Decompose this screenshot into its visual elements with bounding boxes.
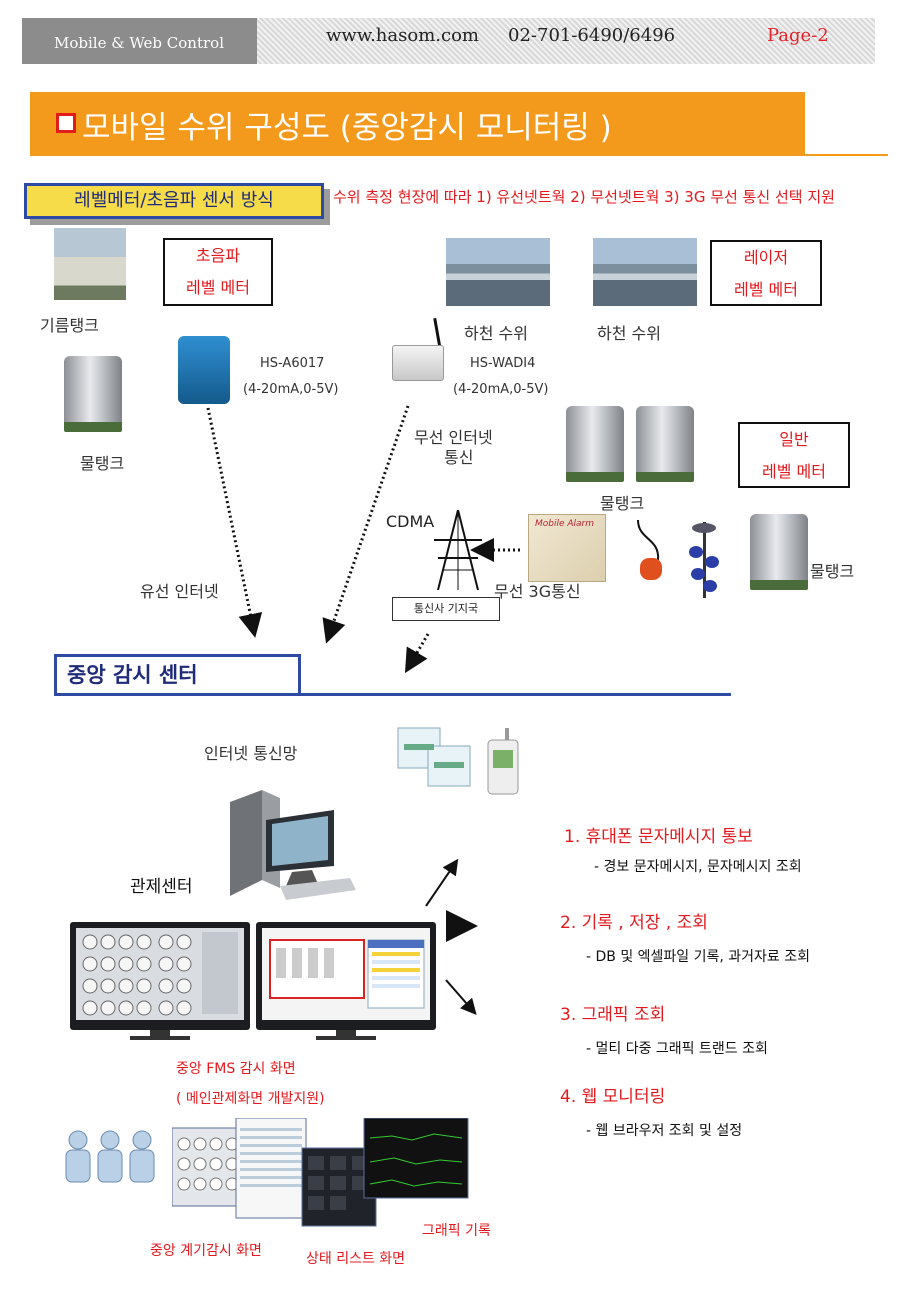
header-url[interactable]: www.hasom.com (326, 25, 479, 46)
header-page-number: Page-2 (767, 25, 829, 46)
header-phone: 02-701-6490/6496 (508, 25, 676, 46)
river-photo-1 (446, 238, 550, 306)
water-tank-3-label: 물탱크 (810, 562, 855, 581)
cdma-label: CDMA (386, 512, 435, 531)
oil-tank-photo (54, 228, 126, 300)
hs-a6017-device-image (178, 336, 230, 404)
control-center-label: 관제센터 (130, 877, 193, 897)
gauge-screen-caption: 중앙 계기감시 화면 (150, 1243, 262, 1259)
general-box-line-2: 레벨 메터 (762, 462, 826, 481)
laser-box-line-1: 레이저 (743, 248, 789, 267)
wireless-internet-label-1: 무선 인터넷 (414, 428, 493, 447)
feature-2-desc: - DB 및 엑셀파일 기록, 과거자료 조회 (586, 949, 811, 965)
cdma-tower-icon (434, 510, 482, 590)
fms-layout-monitor-image (256, 922, 436, 1040)
checkbox-bullet-icon (56, 113, 76, 133)
feature-2-title: 2. 기록 , 저장 , 조회 (560, 913, 708, 933)
general-box-line-1: 일반 (779, 430, 809, 449)
sms-notification-icon (397, 727, 519, 795)
fms-caption-2: ( 메인관제화면 개발지원) (176, 1091, 325, 1107)
title-banner (30, 92, 805, 156)
header-left-label: Mobile & Web Control (22, 18, 257, 64)
graphic-record-caption: 그래픽 기록 (422, 1223, 491, 1239)
central-monitoring-title: 중앙 감시 센터 (54, 654, 301, 696)
ultrasonic-box-line-2: 레벨 메터 (186, 278, 250, 297)
device-2-name: HS-WADI4 (470, 356, 536, 371)
monitoring-screens-collage (172, 1118, 469, 1227)
feature-1-desc: - 경보 문자메시지, 문자메시지 조회 (594, 859, 802, 875)
page-title: 모바일 수위 구성도 (중앙감시 모니터링 ) (82, 110, 612, 146)
internet-network-label: 인터넷 통신망 (204, 744, 298, 763)
wireless-3g-label: 무선 3G통신 (494, 582, 581, 601)
water-tank-2-label: 물탱크 (600, 494, 645, 513)
feature-3-title: 3. 그래픽 조회 (560, 1005, 666, 1025)
river-2-label: 하천 수위 (597, 324, 661, 343)
water-tank-3-photo (750, 514, 808, 590)
river-1-label: 하천 수위 (464, 324, 528, 343)
hs-wadi4-device-image (392, 345, 444, 381)
status-list-caption: 상태 리스트 화면 (306, 1251, 406, 1267)
alarm-device-brand: Mobile Alarm (535, 519, 595, 529)
device-2-spec: (4-20mA,0-5V) (453, 382, 549, 397)
mobile-alarm-device-image: Mobile Alarm (528, 514, 606, 582)
float-switch-icon (637, 520, 662, 580)
feature-4-title: 4. 웹 모니터링 (560, 1087, 666, 1107)
fms-caption-1: 중앙 FMS 감시 화면 (176, 1061, 296, 1077)
ultrasonic-box: 초음파 레벨 메터 (163, 238, 273, 306)
general-level-box: 일반 레벨 메터 (738, 422, 850, 488)
title-underline (805, 154, 888, 156)
feature-4-desc: - 웹 브라우저 조회 및 설정 (586, 1123, 743, 1139)
central-monitoring-underline (301, 693, 731, 696)
river-photo-2 (593, 238, 697, 306)
water-tank-1-photo (64, 356, 122, 432)
wired-internet-label: 유선 인터넷 (140, 582, 219, 601)
base-station-label: 통신사 기지국 (392, 597, 500, 621)
users-group-icon (65, 1130, 155, 1183)
water-tank-1-label: 물탱크 (80, 454, 125, 473)
multi-float-sensor-icon (689, 522, 719, 598)
pc-workstation-icon (230, 790, 356, 900)
water-tank-2b-photo (636, 406, 694, 482)
ultrasonic-box-line-1: 초음파 (195, 246, 241, 265)
wireless-internet-label-2: 통신 (444, 448, 474, 467)
sensor-section-label: 레벨메터/초음파 센서 방식 (24, 183, 324, 219)
laser-box: 레이저 레벨 메터 (710, 240, 822, 306)
device-1-spec: (4-20mA,0-5V) (243, 382, 339, 397)
water-tank-2a-photo (566, 406, 624, 482)
feature-3-desc: - 멀티 다중 그래픽 트랜드 조회 (586, 1041, 768, 1057)
device-1-name: HS-A6017 (260, 356, 325, 371)
network-options-note: 수위 측정 현장에 따라 1) 유선넷트웍 2) 무선넷트웍 3) 3G 무선 … (333, 188, 835, 206)
oil-tank-label: 기름탱크 (40, 316, 99, 335)
laser-box-line-2: 레벨 메터 (734, 280, 798, 299)
feature-1-title: 1. 휴대폰 문자메시지 통보 (564, 827, 753, 847)
fms-gauge-monitor-image (70, 922, 250, 1040)
